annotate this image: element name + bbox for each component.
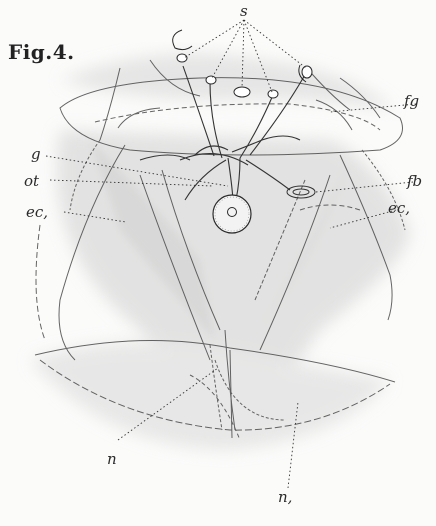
- label-ot: ot: [24, 174, 39, 189]
- label-fg: fg: [404, 94, 419, 109]
- label-n: n: [107, 452, 117, 467]
- label-ec1-left: ec,: [26, 205, 48, 220]
- body-shading: [30, 53, 410, 450]
- label-n1: n,: [278, 490, 292, 505]
- label-ec1-right: ec,: [388, 201, 410, 216]
- label-s: s: [240, 4, 248, 19]
- label-fb: fb: [407, 174, 422, 189]
- otocyst: [213, 195, 251, 233]
- figure-title: Fig.4.: [8, 40, 75, 64]
- label-g: g: [31, 147, 41, 162]
